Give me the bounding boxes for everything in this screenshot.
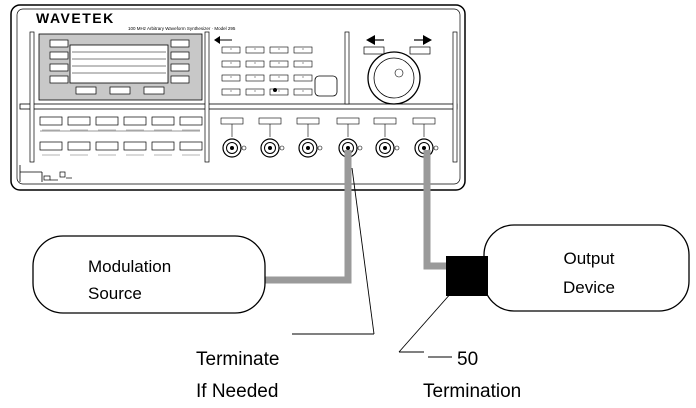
model-line: 100 MHz Arbitrary Waveform Synthesizer ·… xyxy=(128,26,236,31)
output-cable xyxy=(423,150,447,270)
termination-label-line1: 50 xyxy=(457,349,478,370)
terminate-leader xyxy=(292,167,375,335)
function-keys xyxy=(39,116,203,156)
termination-leader xyxy=(398,291,453,358)
brand-logo: WAVETEK xyxy=(36,10,115,26)
modulation-source-label-line1: Modulation xyxy=(88,257,171,276)
rotary-knob xyxy=(363,35,432,105)
output-device-box: Output Device xyxy=(483,224,690,312)
output-device-label-line2: Device xyxy=(563,278,615,297)
terminate-label-line2: If Needed xyxy=(196,381,278,402)
termination-label-line2: Termination xyxy=(423,381,521,402)
termination-block xyxy=(446,256,488,296)
modulation-source-label-line2: Source xyxy=(88,284,142,303)
display-panel xyxy=(38,33,203,101)
modulation-cable xyxy=(264,150,352,284)
power-switch xyxy=(19,165,72,182)
terminate-label-line1: Terminate xyxy=(196,349,279,370)
output-device-label-line1: Output xyxy=(563,249,614,268)
instrument-front-panel: WAVETEK 100 MHz Arbitrary Waveform Synth… xyxy=(10,4,466,191)
keypad xyxy=(214,36,338,97)
modulation-source-box: Modulation Source xyxy=(32,235,266,314)
